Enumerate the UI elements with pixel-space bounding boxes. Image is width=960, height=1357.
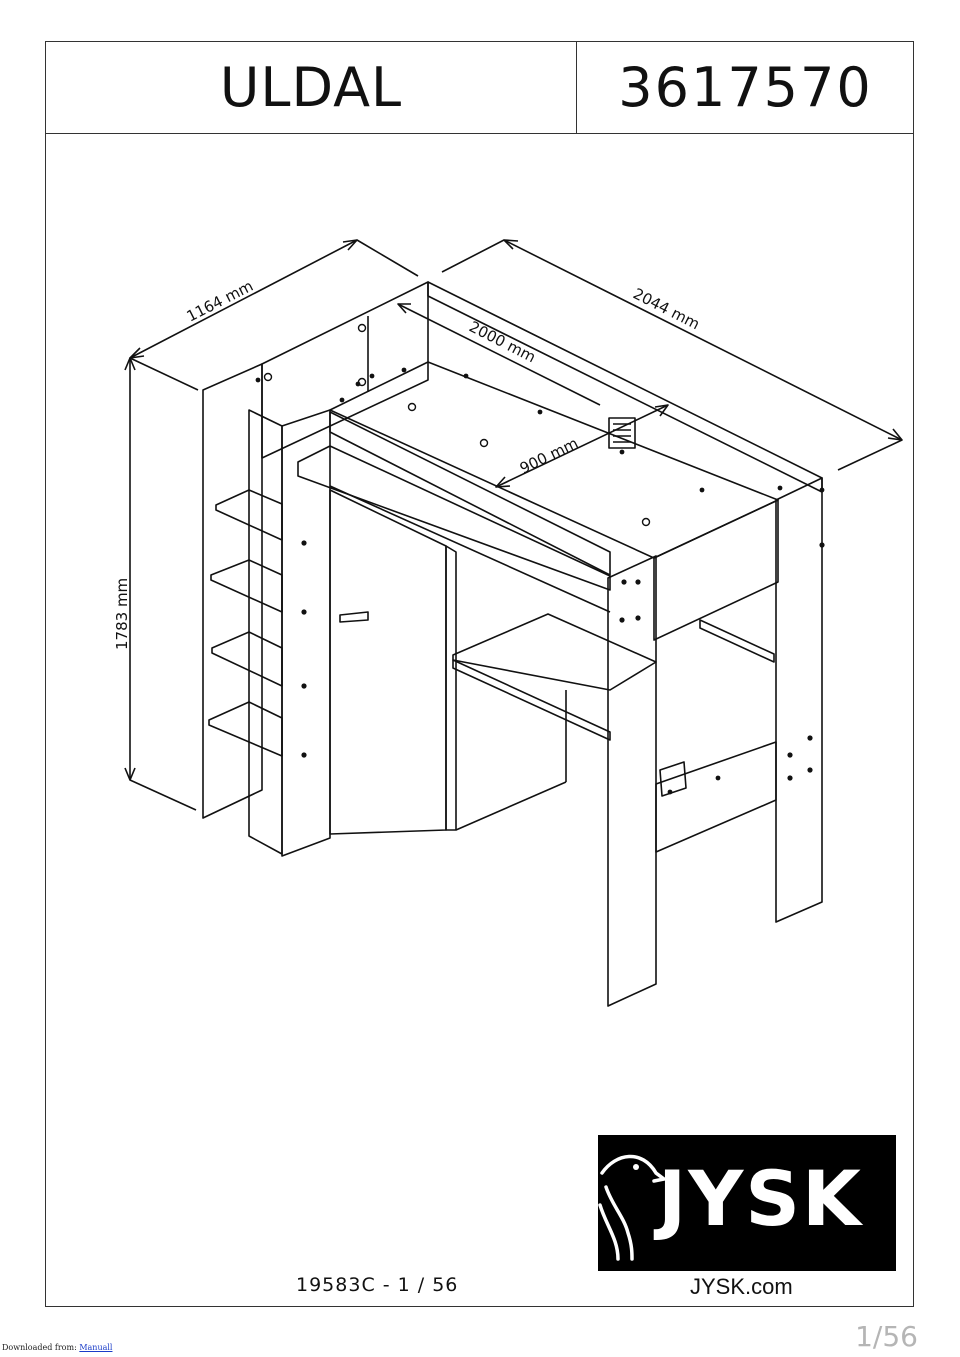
- title-block: ULDAL 3617570: [46, 42, 913, 134]
- dimension-mattress-length: [397, 303, 601, 406]
- foot-guard: [653, 499, 779, 641]
- label-height: 1783 mm: [113, 578, 131, 650]
- document-code: 19583C - 1 / 56: [296, 1274, 459, 1296]
- website-link[interactable]: JYSK.com: [690, 1274, 793, 1299]
- lower-foot-rail: [655, 741, 777, 853]
- label-mattress-width: 900 mm: [517, 434, 581, 478]
- door-handle: [339, 611, 369, 623]
- ladder-panel: [202, 363, 263, 819]
- label-mattress-length: 2000 mm: [466, 318, 538, 367]
- vent-icon: [608, 417, 636, 449]
- page-indicator: 1/56: [855, 1320, 918, 1353]
- download-source-link[interactable]: Manuall: [79, 1343, 113, 1352]
- download-source: Downloaded from: Manuall: [2, 1343, 112, 1352]
- side-shelves: [208, 489, 283, 757]
- product-number: 3617570: [618, 56, 873, 119]
- product-name: ULDAL: [46, 42, 577, 133]
- bird-logo-icon: [598, 1154, 668, 1261]
- back-right-post: [775, 477, 823, 923]
- back-rail: [427, 281, 823, 493]
- page-frame: ULDAL 3617570: [45, 41, 914, 1307]
- desk-top: [452, 613, 657, 691]
- jysk-logo: JYSK: [598, 1135, 896, 1271]
- bolt-holes: [255, 323, 825, 795]
- dimension-height: [124, 357, 197, 811]
- shelf-upright: [248, 409, 283, 855]
- label-depth: 1164 mm: [184, 277, 256, 326]
- front-right-post: [607, 555, 657, 1007]
- front-left-post: [281, 409, 331, 857]
- download-source-prefix: Downloaded from:: [2, 1343, 77, 1352]
- dimension-length: [441, 239, 903, 471]
- dimension-depth: [129, 239, 419, 391]
- wardrobe-door: [329, 489, 447, 835]
- brand-wordmark: JYSK: [658, 1154, 863, 1243]
- top-shelf: [297, 445, 611, 591]
